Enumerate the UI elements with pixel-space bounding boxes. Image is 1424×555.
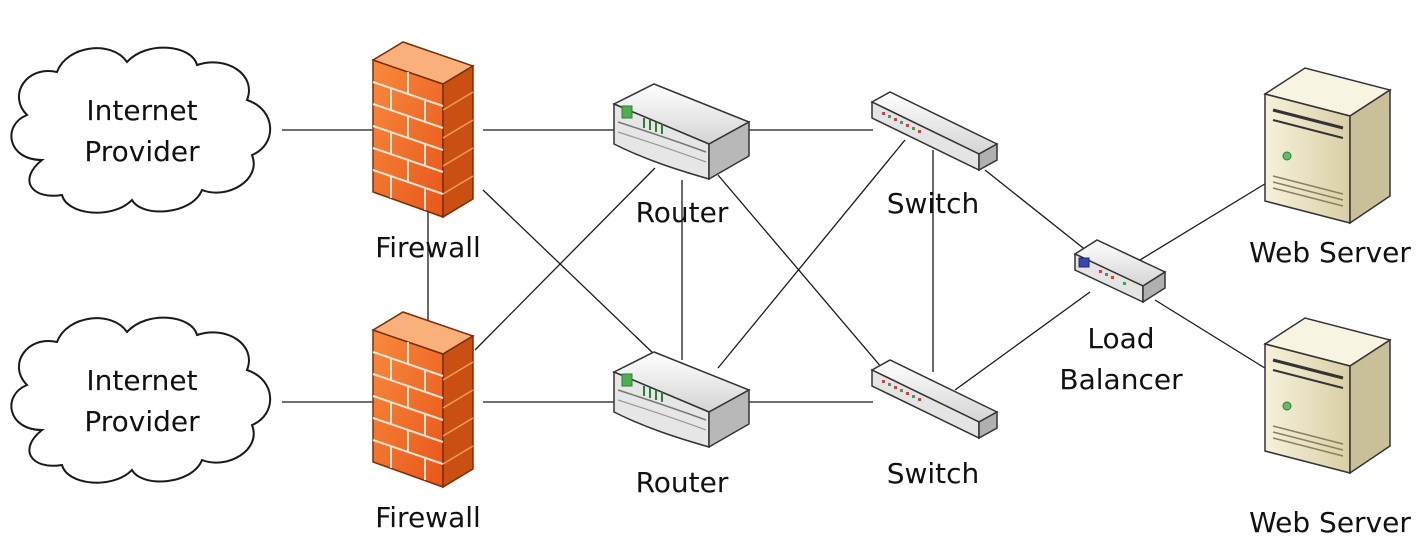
node-label-line1: Load [1087,322,1154,355]
node-label: Firewall [375,231,481,264]
node-label: Firewall [375,501,481,534]
link-load-balancer-web-top [1139,181,1269,261]
node-label: Web Server [1249,506,1411,539]
node-label-line2: Balancer [1059,363,1183,396]
cloud-icon [10,316,272,484]
node-internet-provider-top: Internet Provider [10,46,272,214]
node-label-line2: Provider [84,135,200,168]
cloud-icon [10,46,272,214]
connection-lines [282,129,1269,403]
node-router-bottom: Router [613,351,750,499]
node-switch-top: Switch [871,91,998,220]
firewall-icon [372,311,474,488]
router-icon [613,83,750,180]
node-label: Router [636,196,729,229]
router-icon [613,351,750,448]
link-switch-top-load-balancer [984,169,1093,256]
node-label: Router [636,466,729,499]
node-load-balancer: Load Balancer [1059,239,1183,396]
link-router-bottom-switch-top [717,139,906,369]
link-load-balancer-web-bottom [1154,299,1269,371]
link-firewall-top-router-bottom [482,189,656,356]
node-web-server-top: Web Server [1249,66,1411,269]
link-router-top-switch-bottom [717,174,906,396]
switch-icon [871,359,998,439]
node-switch-bottom: Switch [871,359,998,490]
node-label-line2: Provider [84,405,200,438]
firewall-icon [372,41,474,218]
server-icon [1263,66,1392,225]
node-web-server-bottom: Web Server [1249,316,1411,539]
node-label-line1: Internet [86,94,197,127]
node-router-top: Router [613,83,750,229]
node-firewall-bottom: Firewall [372,311,481,534]
link-firewall-bottom-router-top [474,167,656,351]
node-label: Web Server [1249,236,1411,269]
node-label: Switch [887,187,980,220]
node-label: Switch [887,457,980,490]
link-switch-bottom-load-balancer [954,291,1091,391]
server-icon [1263,316,1392,475]
node-label-line1: Internet [86,364,197,397]
node-internet-provider-bottom: Internet Provider [10,316,272,484]
node-firewall-top: Firewall [372,41,481,264]
